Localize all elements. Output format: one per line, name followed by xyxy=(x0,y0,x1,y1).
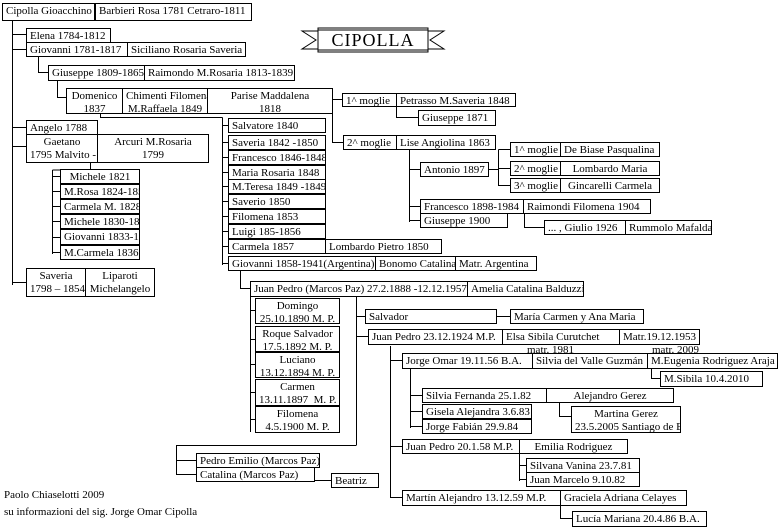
person-box: Giuseppe 1809-1865 xyxy=(48,65,145,81)
person-box: Juan Pedro 20.1.58 M.P. xyxy=(402,439,520,454)
person-box: Domingo 25.10.1890 M. P. xyxy=(255,298,340,324)
spouse-box: Chimenti Filomena M.Raffaela 1849 xyxy=(122,88,208,114)
spouse-box: Elsa Sibila Curutchet xyxy=(502,329,620,345)
spouse-box: Bonomo Catalina xyxy=(375,256,456,271)
person-box: María Carmen y Ana Maria xyxy=(510,309,644,324)
person-box: Carmela 1857 xyxy=(228,239,326,254)
spouse-box: Lombardo Maria xyxy=(560,161,660,176)
person-box: Juan Pedro (Marcos Paz) 27.2.1888 -12.12… xyxy=(250,281,468,297)
person-box: M.Carmela 1836 xyxy=(60,245,140,260)
person-box: Beatriz xyxy=(331,473,379,488)
person-box: Maria Rosaria 1848 xyxy=(228,165,326,180)
spouse-box: Alejandro Gerez xyxy=(546,388,674,403)
spouse-box: Siciliano Rosaria Saveria xyxy=(127,42,246,57)
spouse-box: Liparoti Michelangelo xyxy=(85,268,155,297)
person-box: M.Sibila 10.4.2010 xyxy=(660,371,763,387)
person-box: Salvatore 1840 xyxy=(228,118,326,133)
person-box: Giovanni 1833-1855 xyxy=(60,229,140,245)
person-box: Filomena 4.5.1900 M. P. xyxy=(255,406,340,433)
label-box: 1^ moglie xyxy=(342,93,397,107)
person-box: Lucía Mariana 20.4.86 B.A. xyxy=(572,511,707,527)
person-box: M.Rosa 1824-1853 xyxy=(60,184,140,199)
note-box: Matr.19.12.1953 xyxy=(619,329,700,345)
person-box: Giuseppe 1900 xyxy=(420,213,508,228)
person-box: Silvana Vanina 23.7.81 xyxy=(526,458,640,473)
person-box: Filomena 1853 xyxy=(228,209,326,224)
person-box: Gaetano 1795 Malvito - 1852 xyxy=(26,134,98,163)
title-banner: CIPOLLA xyxy=(331,30,415,50)
spouse-box: De Biase Pasqualina xyxy=(560,142,660,157)
person-box: Angelo 1788 xyxy=(26,120,98,135)
person-box: Michele 1830-1831 xyxy=(60,214,140,229)
person-box: Cipolla Gioacchino xyxy=(2,3,95,21)
note-box: Matr. Argentina xyxy=(455,256,537,271)
person-box: Jorge Omar 19.11.56 B.A. xyxy=(402,353,533,369)
person-box: Francesco 1846-1848 xyxy=(228,150,326,165)
person-box: Luigi 185-1856 xyxy=(228,224,326,239)
person-box: Jorge Fabián 29.9.84 xyxy=(422,419,532,434)
person-box: Juan Marcelo 9.10.82 xyxy=(526,472,640,487)
person-box: Catalina (Marcos Paz) xyxy=(196,467,315,482)
spouse-box: Gincarelli Carmela xyxy=(560,178,660,193)
person-box: Giovanni 1781-1817 xyxy=(26,42,128,57)
source-credit: su informazioni del sig. Jorge Omar Cipo… xyxy=(4,506,198,518)
person-box: Juan Pedro 23.12.1924 M.P. xyxy=(368,329,503,345)
spouse-box: Rummolo Mafalda xyxy=(625,220,712,235)
person-box: Martín Alejandro 13.12.59 M.P. xyxy=(402,490,561,506)
spouse-box: Arcuri M.Rosaria 1799 xyxy=(97,134,209,163)
spouse-box: Parise Maddalena 1818 xyxy=(207,88,333,114)
spouse-box: Raimondo M.Rosaria 1813-1839 xyxy=(144,65,295,81)
spouse-box: Amelia Catalina Balduzzi xyxy=(467,281,584,297)
person-box: Saveria 1842 -1850 xyxy=(228,135,326,150)
person-box: Salvador xyxy=(365,309,497,324)
spouse-box: Graciela Adriana Celayes xyxy=(560,490,687,506)
person-box: Michele 1821 xyxy=(60,169,140,184)
person-box: ... , Giulio 1926 xyxy=(544,220,626,235)
person-box: Carmen 13.11.1897 M. P. xyxy=(255,379,340,406)
label-box: 1^ moglie xyxy=(510,142,561,157)
person-box: Antonio 1897 xyxy=(420,162,489,177)
spouse-box: Lise Angiolina 1863 xyxy=(396,135,496,150)
person-box: Giuseppe 1871 xyxy=(418,110,496,126)
person-box: Domenico 1837 xyxy=(66,88,123,114)
spouse-box: Barbieri Rosa 1781 Cetraro-1811 xyxy=(95,3,252,21)
person-box: M.Teresa 1849 -1849 xyxy=(228,179,326,194)
spouse-box: Emilia Rodriguez xyxy=(519,439,628,454)
label-box: 3^ moglie xyxy=(510,178,561,193)
person-box: Luciano 13.12.1894 M. P. xyxy=(255,352,340,378)
person-box: Elena 1784-1812 xyxy=(26,28,111,43)
label-box: 2^ moglie xyxy=(343,135,397,150)
spouse-box: Lombardo Pietro 1850 xyxy=(325,239,442,254)
person-box: Gisela Alejandra 3.6.83 xyxy=(422,404,532,419)
spouse-box: Silvia del Valle Guzmán xyxy=(532,353,648,369)
person-box: Giovanni 1858-1941(Argentina) xyxy=(228,256,376,271)
spouse-box: Petrasso M.Saveria 1848 xyxy=(396,93,516,107)
person-box: Silvia Fernanda 25.1.82 xyxy=(422,388,547,403)
person-box: Francesco 1898-1984 xyxy=(420,199,524,214)
label-box: 2^ moglie xyxy=(510,161,561,176)
person-box: Saveria 1798 – 1854 xyxy=(26,268,86,297)
spouse-box: M.Eugenia Rodriguez Araja xyxy=(647,353,778,369)
person-box: Martina Gerez 23.5.2005 Santiago de Est. xyxy=(571,406,681,433)
person-box: Pedro Emilio (Marcos Paz) xyxy=(196,453,320,468)
spouse-box: Raimondi Filomena 1904 xyxy=(523,199,651,214)
person-box: Carmela M. 1828 xyxy=(60,199,140,214)
person-box: Roque Salvador 17.5.1892 M. P. xyxy=(255,326,340,352)
author-credit: Paolo Chiaselotti 2009 xyxy=(4,489,105,501)
person-box: Saverio 1850 xyxy=(228,194,326,209)
